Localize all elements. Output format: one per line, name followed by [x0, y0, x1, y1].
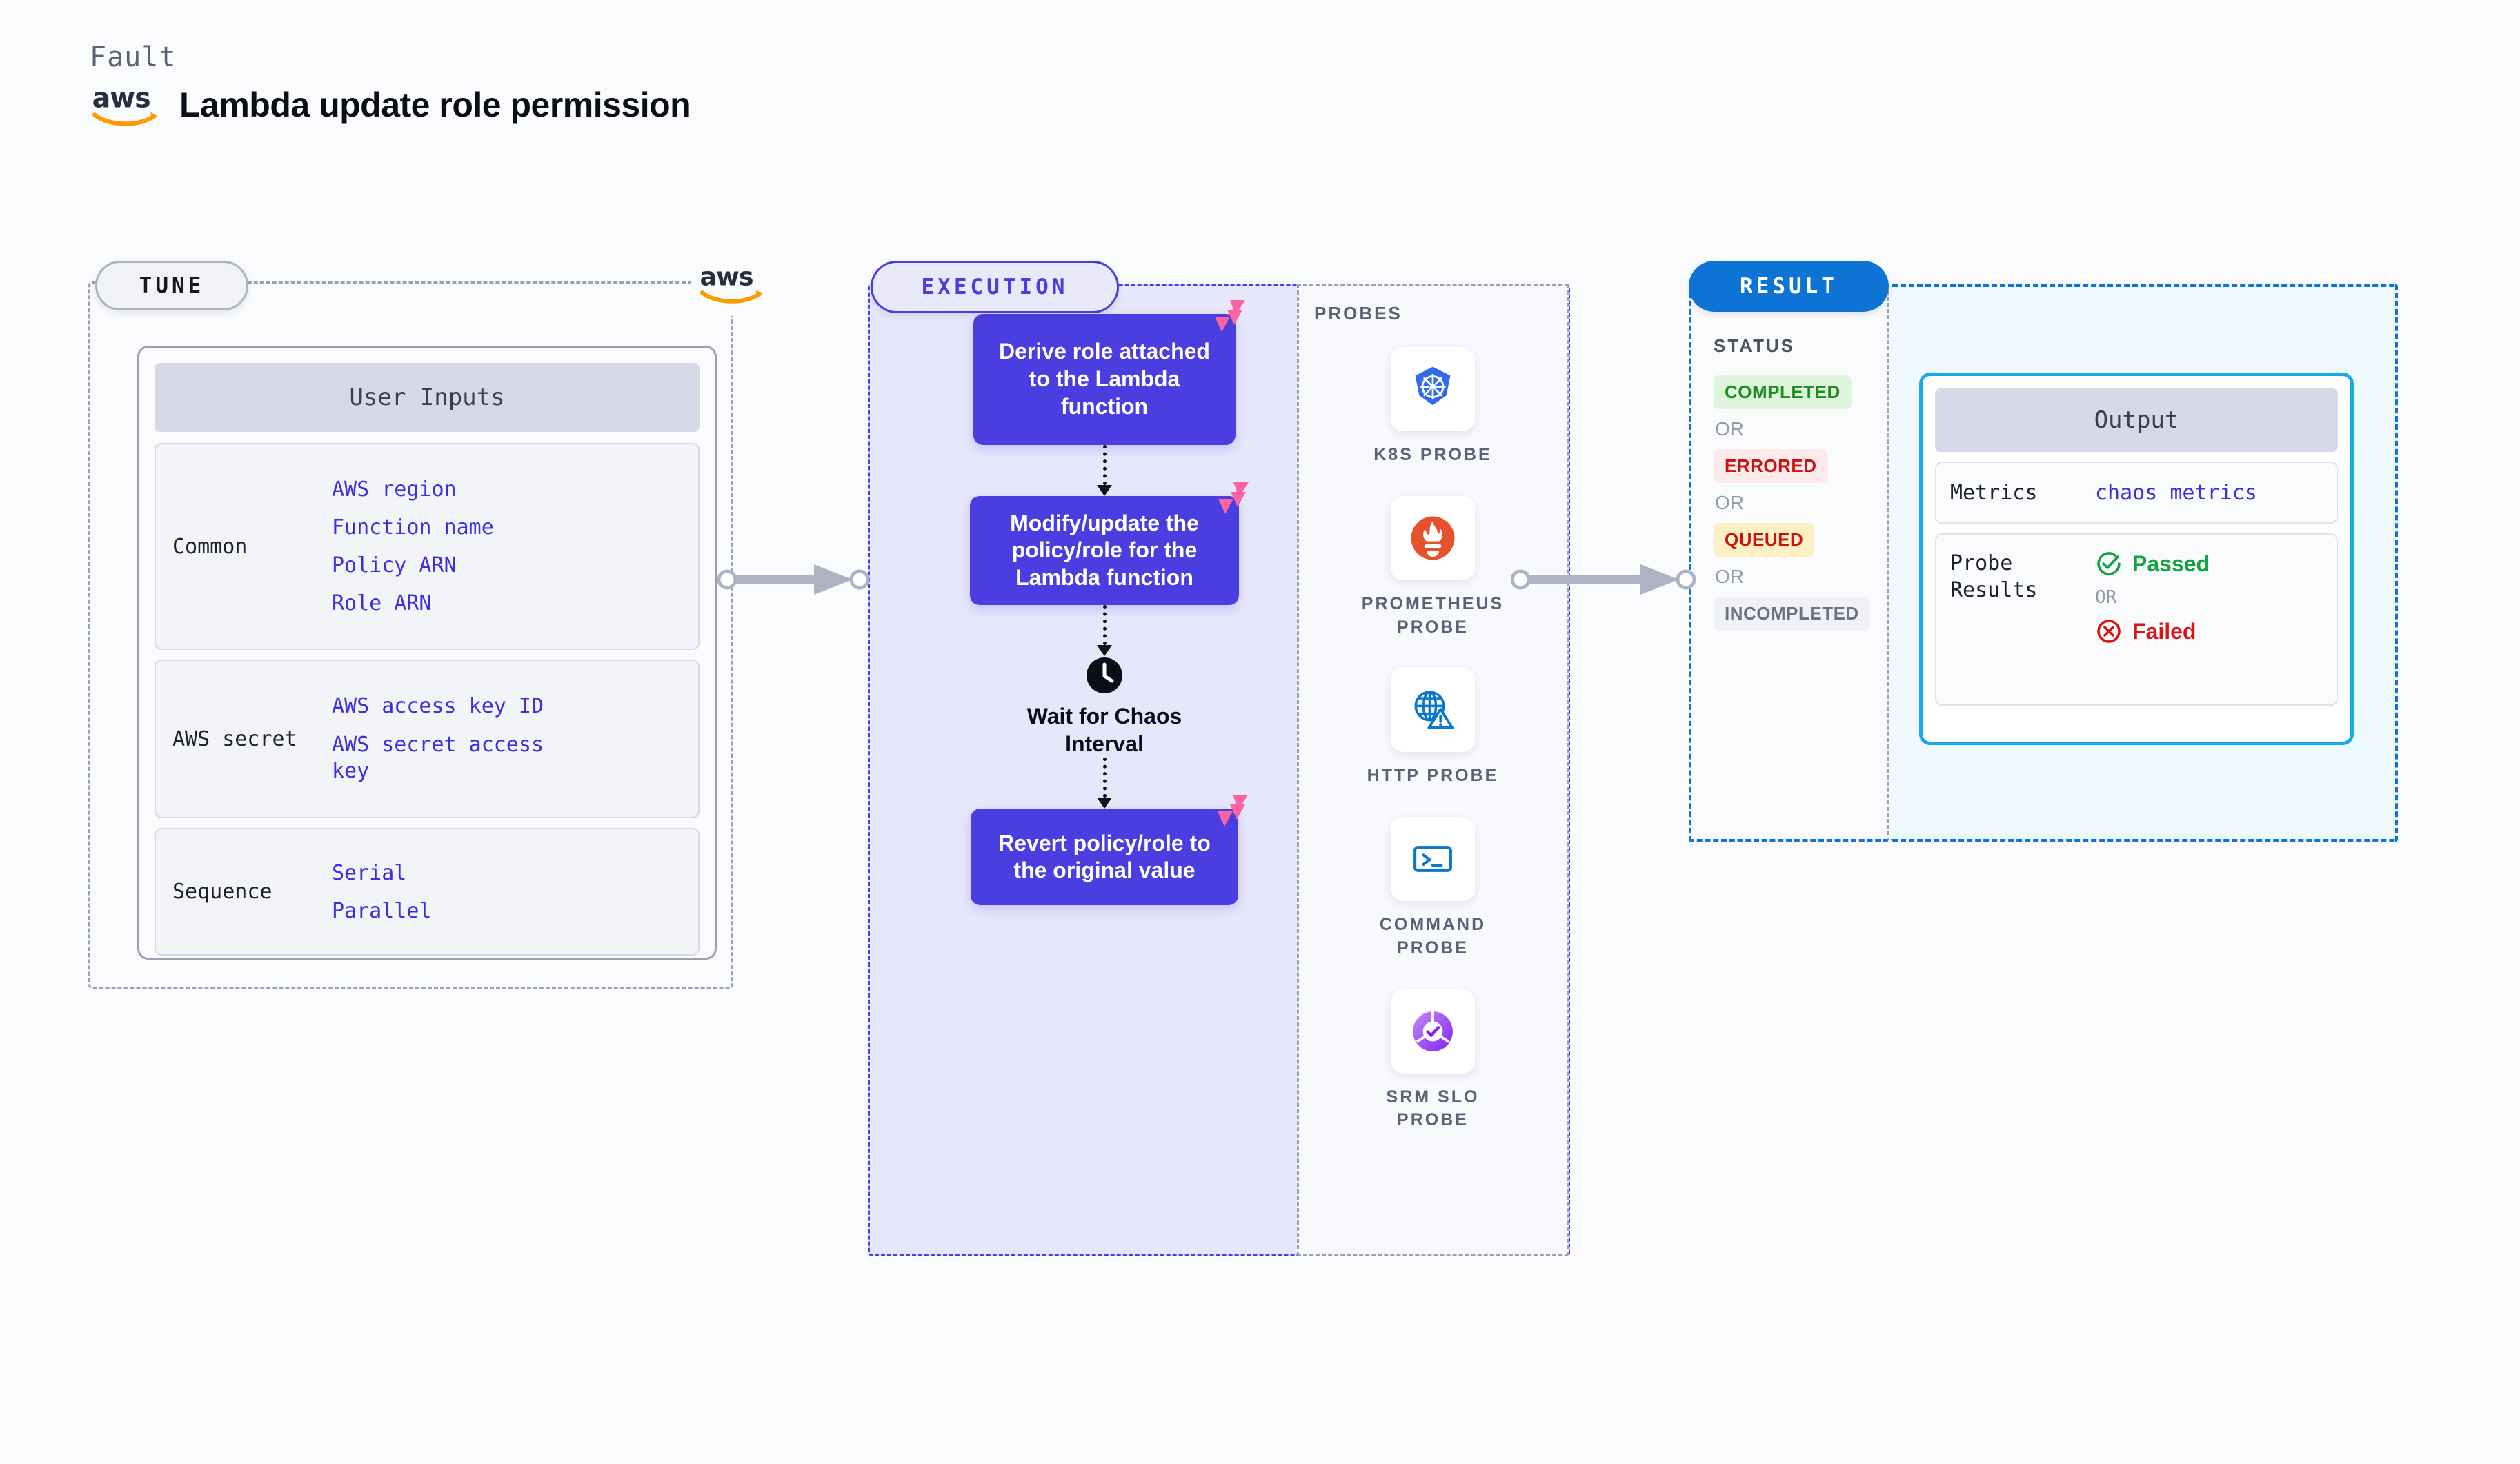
- connector-execution-to-result: [1511, 564, 1696, 595]
- probe-tile: [1391, 347, 1475, 431]
- input-value[interactable]: AWS secret access key: [332, 733, 544, 783]
- aws-logo-icon: aws: [92, 83, 157, 126]
- result-pill-label: RESULT: [1689, 261, 1889, 312]
- probe-tile: [1391, 989, 1475, 1074]
- probe-tile: [1391, 495, 1475, 580]
- probe-failed-label: Failed: [2132, 618, 2196, 644]
- clock-icon: [1087, 657, 1122, 693]
- status-list: COMPLETED OR ERRORED OR QUEUED OR INCOMP…: [1714, 375, 1870, 631]
- flow-step-text: Modify/update the policy/role for the La…: [1010, 510, 1199, 590]
- x-circle-icon: [2097, 620, 2121, 643]
- input-group-aws-secret: AWS secret AWS access key ID AWS secret …: [155, 660, 700, 818]
- probes-list: K8S PROBE PROMETHEUS PROBE: [1299, 347, 1567, 1132]
- connector-tune-to-execution: [717, 564, 870, 595]
- input-value[interactable]: Function name: [332, 515, 494, 540]
- flow-step-text: Revert policy/role to the original value: [998, 830, 1211, 883]
- status-or-label: OR: [1715, 492, 1744, 513]
- output-row-label: Probe Results: [1950, 551, 2038, 602]
- terminal-icon: [1413, 846, 1452, 872]
- output-row-label: Metrics: [1950, 480, 2038, 505]
- litmus-chaos-icon: [1215, 300, 1245, 332]
- tune-pill-label: TUNE: [95, 261, 248, 310]
- flow-arrow: [1097, 605, 1112, 656]
- output-row-value[interactable]: chaos metrics: [2095, 480, 2257, 505]
- flow-arrow: [1097, 445, 1112, 496]
- litmus-chaos-icon: [1218, 482, 1249, 514]
- probe-item-http[interactable]: HTTP PROBE: [1350, 668, 1516, 788]
- aws-logo-badge: aws: [691, 253, 775, 316]
- check-circle-icon: [2097, 552, 2121, 575]
- execution-flow: Derive role attached to the Lambda funct…: [911, 300, 1298, 906]
- wait-label: Wait for Chaos Interval: [1026, 704, 1182, 756]
- probe-result-failed: Failed: [2095, 617, 2210, 645]
- probe-label: K8S PROBE: [1373, 445, 1492, 464]
- probes-column: PROBES: [1297, 284, 1569, 1256]
- fault-label: Fault: [90, 41, 177, 73]
- output-row-probe-results: Probe Results Passed OR Failed: [1935, 533, 2338, 706]
- svg-text:aws: aws: [92, 83, 150, 115]
- probe-label: HTTP PROBE: [1367, 766, 1499, 786]
- aws-logo-icon: aws: [700, 262, 762, 304]
- input-group-label: AWS secret: [172, 726, 297, 751]
- output-row-metrics: Metrics chaos metrics: [1935, 462, 2338, 524]
- result-output-panel: Output Metrics chaos metrics Probe Resul…: [1890, 284, 2398, 842]
- input-group-label: Common: [172, 534, 248, 559]
- tune-panel: User Inputs Common AWS region Function n…: [88, 281, 733, 989]
- srm-slo-donut-check-icon: [1413, 1011, 1453, 1051]
- wait-for-chaos-interval-node: Wait for Chaos Interval: [1001, 656, 1208, 758]
- flow-step-box[interactable]: Revert policy/role to the original value: [971, 795, 1248, 906]
- input-value[interactable]: AWS access key ID: [332, 694, 544, 718]
- input-group-sequence: Sequence Serial Parallel: [155, 828, 700, 956]
- status-badge-incompleted: INCOMPLETED: [1714, 597, 1870, 631]
- input-group-common: Common AWS region Function name Policy A…: [155, 443, 700, 650]
- probe-label: COMMAND PROBE: [1379, 915, 1487, 958]
- status-or-label: OR: [1715, 566, 1744, 587]
- input-group-values: Serial Parallel: [332, 861, 446, 923]
- flow-step-text: Derive role attached to the Lambda funct…: [999, 339, 1210, 419]
- input-value[interactable]: AWS region: [332, 477, 457, 502]
- probes-title: PROBES: [1314, 303, 1402, 324]
- litmus-chaos-icon: [1218, 795, 1248, 827]
- page-title: Lambda update role permission: [179, 86, 691, 124]
- status-badge-queued: QUEUED: [1714, 523, 1815, 557]
- flow-step-box[interactable]: Modify/update the policy/role for the La…: [970, 482, 1249, 605]
- output-card: Output Metrics chaos metrics Probe Resul…: [1919, 373, 2354, 745]
- probe-item-command[interactable]: COMMAND PROBE: [1350, 817, 1516, 960]
- output-title: Output: [1935, 388, 2338, 452]
- probe-results-values: Passed OR Failed: [2095, 550, 2210, 689]
- result-status-panel: STATUS COMPLETED OR ERRORED OR QUEUED OR…: [1689, 284, 1889, 842]
- status-badge-completed: COMPLETED: [1714, 375, 1852, 409]
- probe-label: SRM SLO PROBE: [1386, 1087, 1480, 1130]
- input-value[interactable]: Policy ARN: [332, 553, 457, 577]
- probe-result-passed: Passed: [2095, 550, 2210, 577]
- status-title: STATUS: [1714, 335, 1796, 356]
- input-group-label: Sequence: [172, 880, 272, 904]
- svg-text:aws: aws: [700, 262, 753, 292]
- user-inputs-title: User Inputs: [155, 363, 700, 432]
- probe-tile: [1391, 668, 1475, 753]
- status-badge-errored: ERRORED: [1714, 449, 1828, 483]
- probe-label: PROMETHEUS PROBE: [1361, 593, 1505, 637]
- page-header: Fault aws Lambda update role permission: [90, 41, 691, 130]
- status-or-label: OR: [1715, 418, 1744, 439]
- probe-passed-label: Passed: [2132, 551, 2210, 576]
- flow-step-box[interactable]: Derive role attached to the Lambda funct…: [973, 300, 1245, 445]
- http-globe-warning-icon: [1414, 691, 1454, 730]
- execution-pill-label: EXECUTION: [871, 261, 1119, 313]
- input-value[interactable]: Parallel: [332, 898, 432, 923]
- probe-item-k8s[interactable]: K8S PROBE: [1350, 347, 1516, 467]
- prometheus-icon: [1411, 516, 1455, 560]
- probe-item-srm-slo[interactable]: SRM SLO PROBE: [1350, 989, 1516, 1133]
- probe-or-label: OR: [2095, 587, 2117, 608]
- input-value[interactable]: Role ARN: [332, 591, 432, 615]
- input-value[interactable]: Serial: [332, 860, 407, 885]
- probe-tile: [1391, 817, 1475, 901]
- input-group-values: AWS access key ID AWS secret access key: [332, 694, 573, 784]
- probe-item-prometheus[interactable]: PROMETHEUS PROBE: [1350, 495, 1516, 640]
- title-row: aws Lambda update role permission: [90, 80, 691, 130]
- kubernetes-icon: [1415, 366, 1451, 406]
- input-group-values: AWS region Function name Policy ARN Role…: [332, 477, 508, 615]
- user-inputs-card: User Inputs Common AWS region Function n…: [137, 346, 717, 960]
- flow-arrow: [1097, 758, 1112, 809]
